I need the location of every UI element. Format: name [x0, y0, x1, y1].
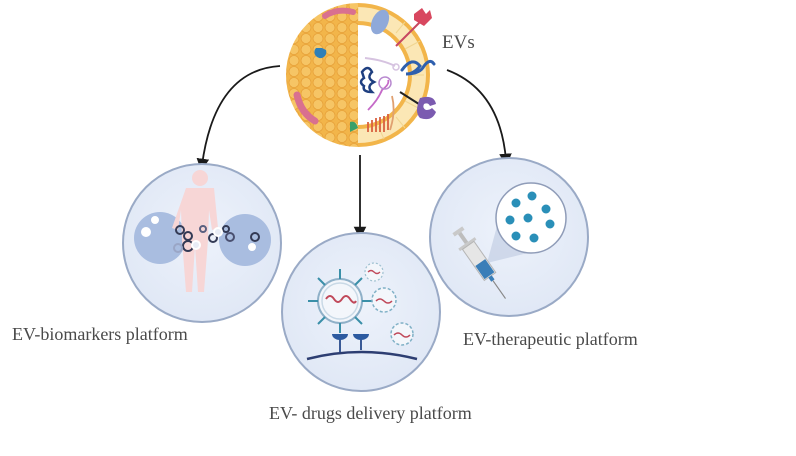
surface-protein-blue — [314, 48, 327, 59]
drug-delivery-platform-node — [281, 232, 441, 392]
therapeutic-particles-icon — [505, 191, 555, 243]
cell-right-icon — [219, 214, 271, 266]
arrow-to-therapeutic — [446, 69, 512, 167]
small-vesicle-3 — [390, 322, 414, 346]
vesicle-cross-section — [358, 3, 430, 147]
receptor-cup-right-icon — [353, 334, 369, 340]
small-vesicle-1 — [364, 262, 384, 282]
syringe-icon — [452, 226, 507, 299]
receptor-blue-icon — [400, 59, 436, 76]
receptor-cup-left-icon — [332, 334, 348, 340]
surface-protein-pink-top — [322, 7, 356, 19]
transmembrane-coil-icon — [367, 95, 395, 132]
dna-coil-icon — [359, 66, 377, 94]
therapeutic-platform-node — [429, 157, 589, 317]
receptor-stalk-red — [395, 21, 421, 47]
center-node-label: EVs — [442, 32, 475, 53]
ev-particle — [286, 3, 436, 147]
vesicle-surface-half — [286, 3, 358, 147]
membrane-protein-icon — [370, 9, 390, 35]
therapeutic-platform-label: EV-therapeutic platform — [463, 329, 638, 349]
arrow-to-biomarkers — [196, 65, 281, 172]
cell-left-icon — [134, 212, 186, 264]
surface-protein-pink-left — [293, 91, 319, 125]
drug-loaded-vesicle-icon — [308, 269, 372, 333]
biomarkers-platform-node — [122, 163, 282, 323]
small-vesicle-2 — [371, 287, 397, 313]
drug-delivery-platform-label: EV- drugs delivery platform — [269, 403, 472, 423]
dna-helix-icon — [367, 79, 390, 111]
cell-membrane-icon — [306, 350, 418, 361]
human-body-icon — [172, 170, 218, 292]
receptor-purple-icon — [417, 96, 436, 120]
biomarker-vesicles — [141, 216, 260, 253]
biomarkers-platform-label: EV-biomarkers platform — [12, 324, 188, 344]
surface-protein-green — [350, 121, 358, 132]
receptor-red-icon — [414, 8, 432, 26]
